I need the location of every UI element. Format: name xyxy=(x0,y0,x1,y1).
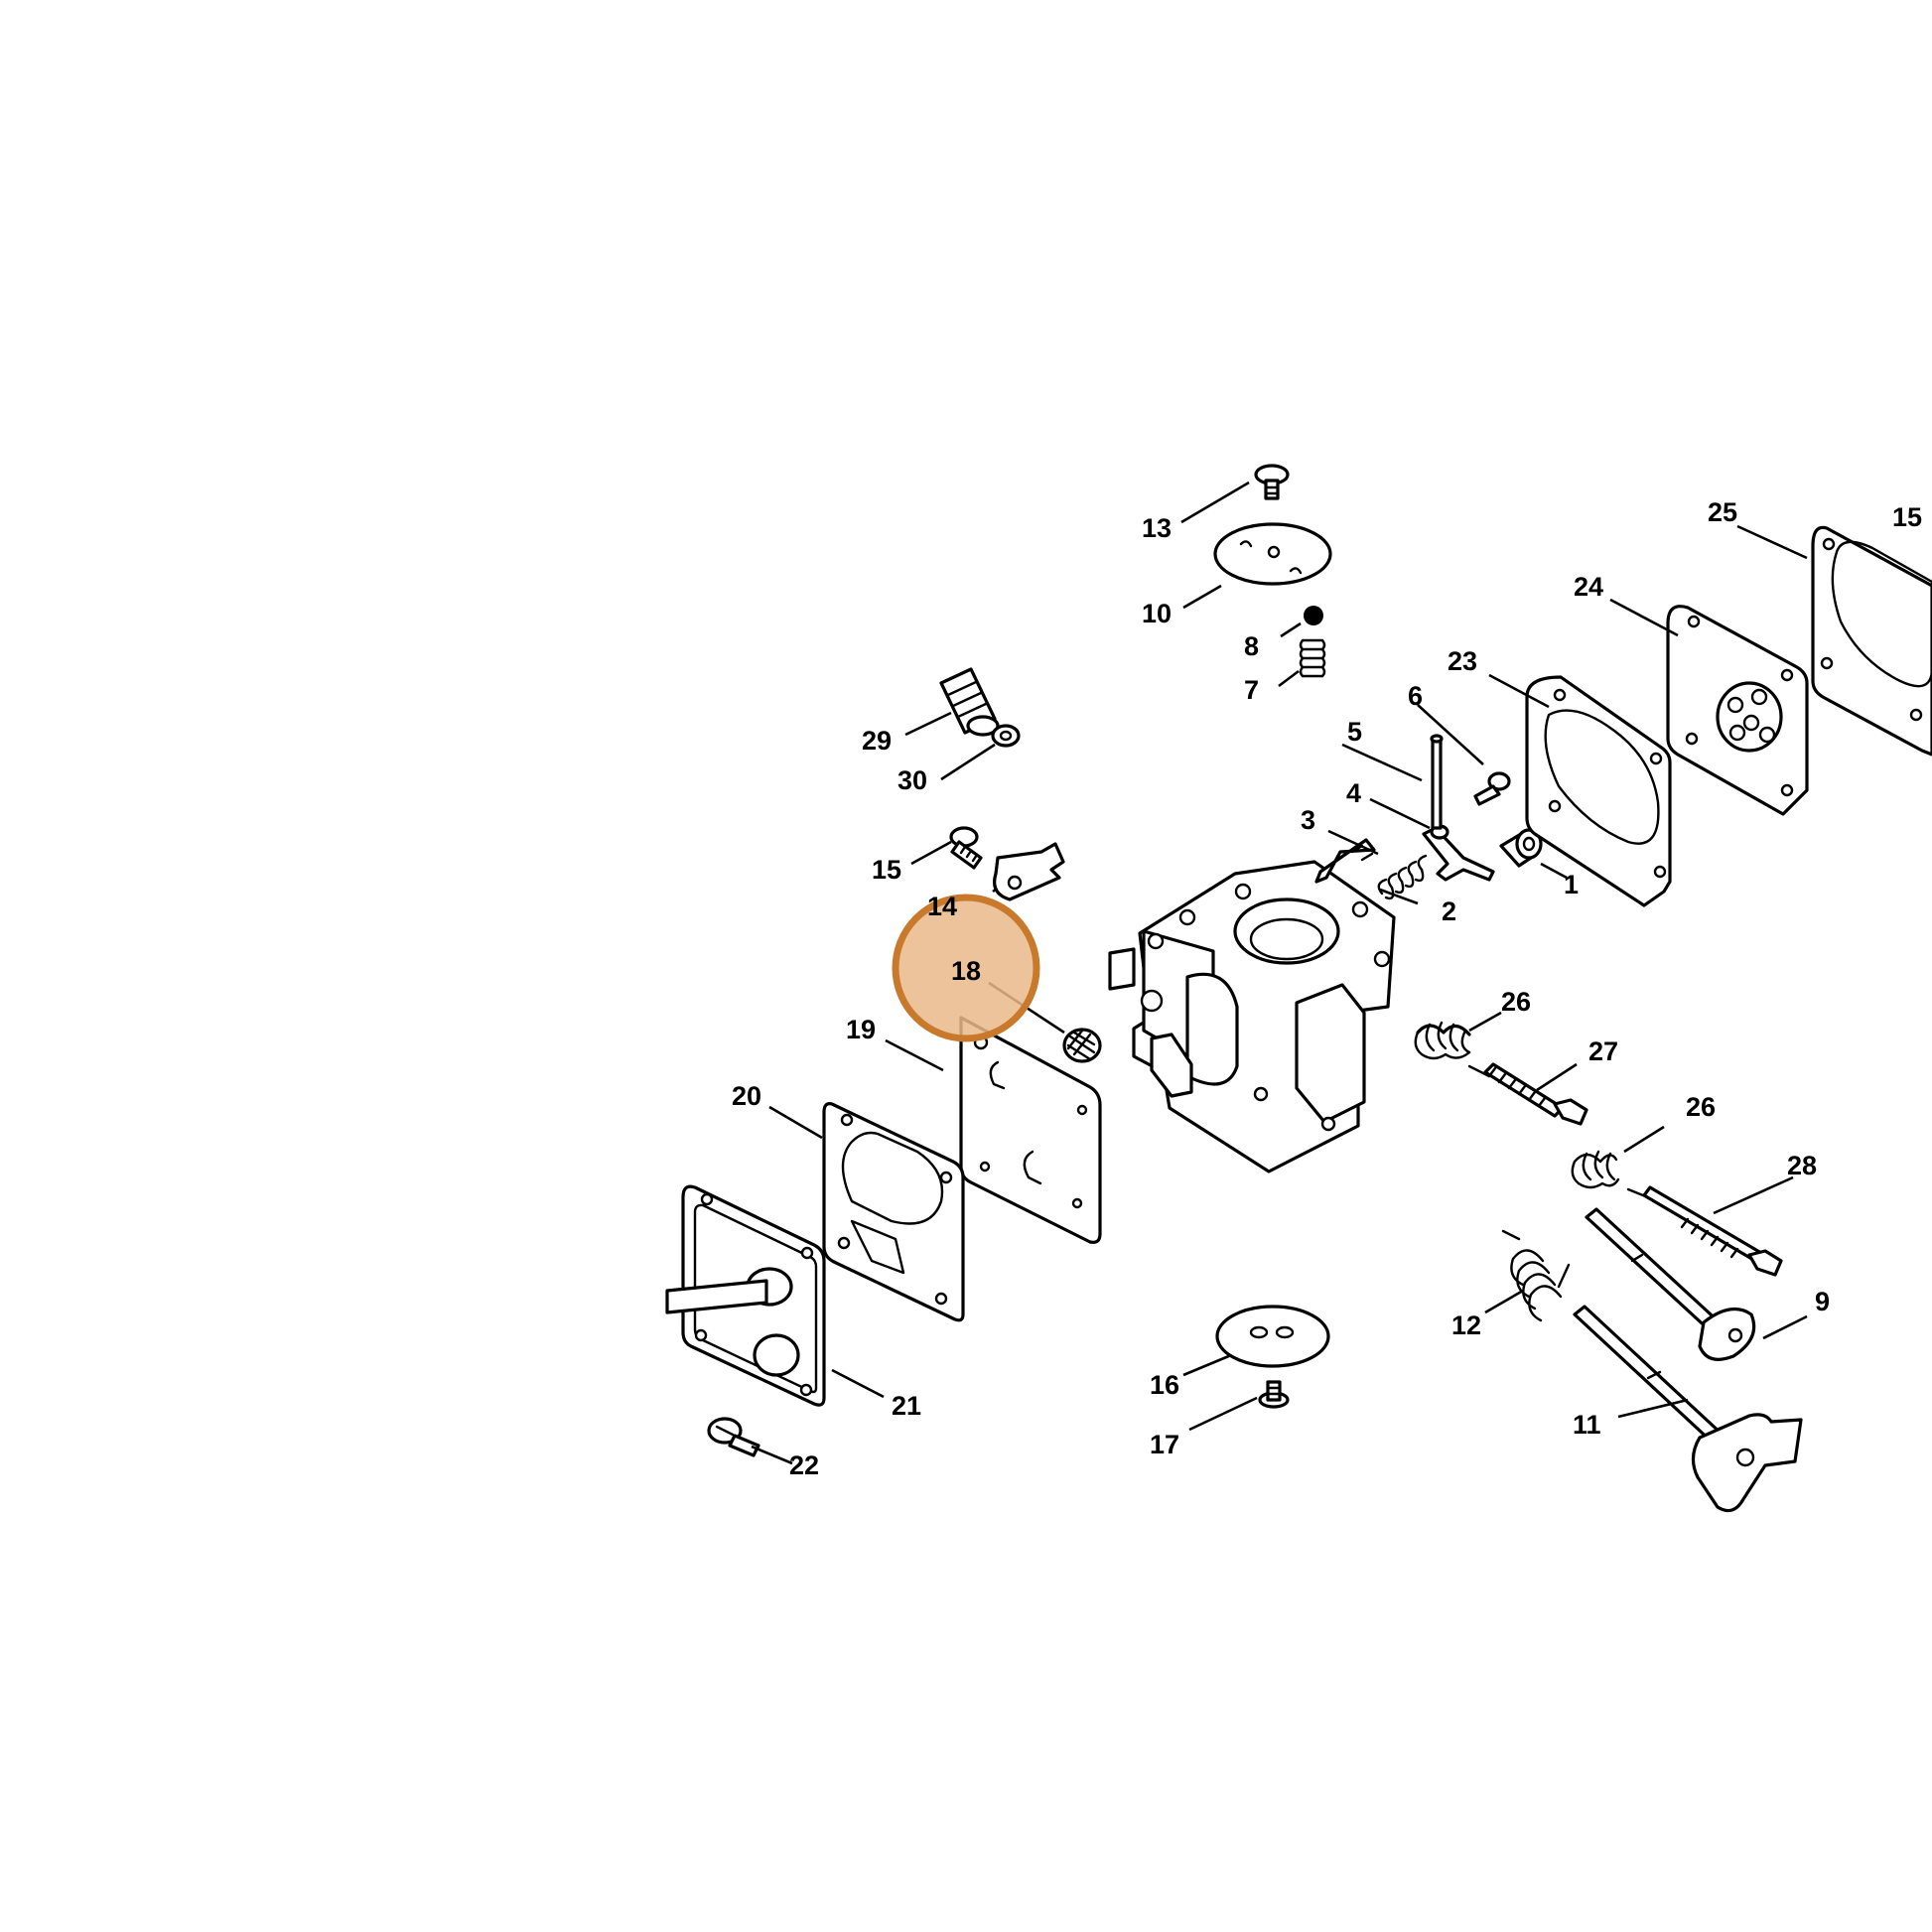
part-26-spring-upper xyxy=(1414,1021,1471,1060)
part-3-needle xyxy=(1314,838,1376,884)
callout-17: 17 xyxy=(1150,1430,1179,1459)
part-2-spring xyxy=(1377,854,1428,900)
part-20-diaphragm xyxy=(822,1102,965,1322)
callout-26-lower: 26 xyxy=(1686,1092,1716,1122)
callout-26-upper: 26 xyxy=(1501,987,1531,1017)
callout-4: 4 xyxy=(1346,778,1361,808)
leader-lines xyxy=(751,481,1808,1465)
part-7-spring xyxy=(1299,638,1326,678)
part-14-lever xyxy=(993,842,1065,901)
part-18-screen xyxy=(1062,1028,1102,1063)
part-26-spring-lower xyxy=(1571,1150,1620,1189)
callout-11: 13 xyxy=(1142,513,1172,543)
callout-21: 21 xyxy=(892,1391,921,1421)
part-24-diaphragm xyxy=(1666,605,1809,816)
part-30-washer xyxy=(991,724,1021,748)
callout-22: 22 xyxy=(789,1450,819,1480)
part-drawings xyxy=(665,464,1932,1513)
part-12-lever-shaft xyxy=(1573,1305,1803,1513)
part-13-spring xyxy=(1501,1229,1571,1322)
part-1-plug xyxy=(1499,828,1543,868)
part-15-screw-left xyxy=(949,826,983,870)
part-6-screw xyxy=(1473,771,1511,806)
part-9-shaft xyxy=(1585,1207,1756,1361)
callout-29: 29 xyxy=(862,726,892,756)
callout-10: 10 xyxy=(1142,599,1172,628)
callout-27: 27 xyxy=(1588,1036,1618,1066)
highlight-circle xyxy=(892,894,1040,1042)
callout-24: 24 xyxy=(1574,572,1603,602)
part-10-disc-plate xyxy=(1213,522,1332,586)
callout-23: 23 xyxy=(1448,646,1477,676)
part-5-pin xyxy=(1430,734,1444,830)
part-22-screw xyxy=(707,1417,760,1457)
callout-2: 2 xyxy=(1442,897,1456,926)
callout-19: 19 xyxy=(846,1015,876,1044)
callout-5: 5 xyxy=(1347,717,1362,747)
callout-18: 18 xyxy=(951,956,981,986)
part-21-cover xyxy=(665,1184,826,1407)
part-19-gasket xyxy=(959,1016,1102,1244)
part-27-adjust-screw xyxy=(1467,1062,1588,1126)
part-17-screw xyxy=(1258,1380,1290,1409)
part-25-gasket xyxy=(1811,525,1932,757)
callout-12: 11 xyxy=(1573,1410,1601,1440)
callout-6: 6 xyxy=(1408,681,1423,711)
callout-15-left: 15 xyxy=(872,855,901,885)
part-29-fitting xyxy=(939,667,1000,737)
part-8-ball xyxy=(1304,606,1323,625)
callout-30: 30 xyxy=(897,765,927,795)
part-28-adjust-screw xyxy=(1626,1185,1783,1277)
callout-1: 1 xyxy=(1564,870,1579,899)
callout-labels: 13 10 8 7 29 30 15 14 18 19 20 21 22 6 5… xyxy=(732,497,1922,1480)
part-16-disc xyxy=(1215,1305,1330,1368)
callout-28: 28 xyxy=(1787,1151,1817,1180)
callout-3: 3 xyxy=(1301,805,1315,835)
callout-20: 20 xyxy=(732,1081,761,1111)
part-carburetor-body xyxy=(1108,860,1396,1173)
part-11-screw xyxy=(1254,464,1290,500)
part-23-gasket xyxy=(1525,675,1672,907)
callout-9: 9 xyxy=(1815,1287,1830,1316)
callout-14: 14 xyxy=(927,892,957,921)
callout-8: 8 xyxy=(1244,631,1259,661)
part-4-lever xyxy=(1422,824,1495,882)
callout-25: 25 xyxy=(1708,497,1737,527)
callout-15-right: 15 xyxy=(1892,502,1922,532)
callout-7: 7 xyxy=(1244,675,1259,705)
callout-16: 16 xyxy=(1150,1370,1179,1400)
highlight-marker xyxy=(892,894,1040,1042)
callout-13: 12 xyxy=(1451,1311,1481,1340)
